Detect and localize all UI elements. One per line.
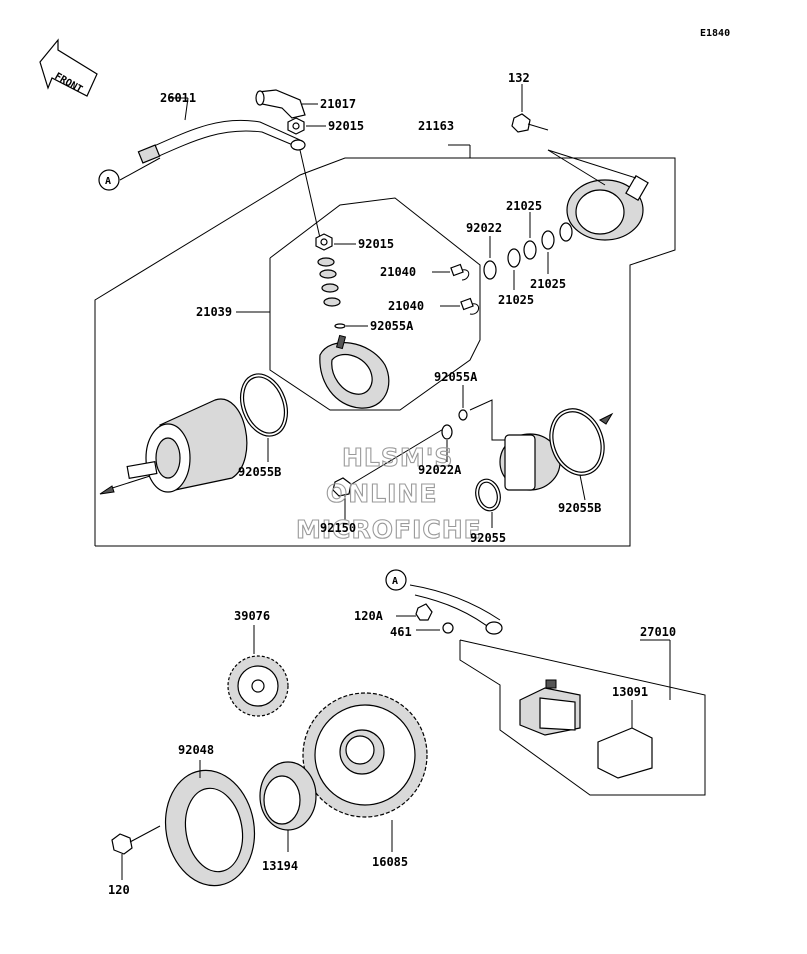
part-92015-top: 92015 bbox=[328, 119, 364, 133]
o-ring-left bbox=[240, 373, 288, 462]
part-21025-b: 21025 bbox=[530, 277, 566, 291]
brush-holder-plate bbox=[236, 311, 390, 409]
part-120A: 120A bbox=[354, 609, 384, 623]
one-way-clutch bbox=[259, 761, 317, 852]
callout-a-top-label: A bbox=[105, 176, 111, 187]
part-92022A: 92022A bbox=[418, 463, 462, 477]
part-13091: 13091 bbox=[612, 685, 648, 699]
part-92048: 92048 bbox=[178, 743, 214, 757]
starter-clutch-gear bbox=[302, 692, 428, 852]
o-ring-right bbox=[549, 408, 614, 501]
watermark: HLSM'S ONLINE MICROFICHE bbox=[295, 442, 482, 544]
part-92055A-a: 92055A bbox=[370, 319, 414, 333]
starter-cable bbox=[396, 584, 503, 635]
idle-gear bbox=[227, 625, 289, 717]
starter-relay bbox=[519, 679, 581, 736]
relay-assembly-frame bbox=[459, 639, 706, 796]
front-cover bbox=[469, 399, 561, 491]
watermark-line-3: MICROFICHE bbox=[296, 515, 482, 544]
brushes-21040 bbox=[432, 263, 479, 315]
starter-motor-yoke bbox=[99, 398, 248, 495]
coupling-92048 bbox=[164, 760, 256, 887]
part-27010: 27010 bbox=[640, 625, 676, 639]
part-92055A-b: 92055A bbox=[434, 370, 478, 384]
part-92022: 92022 bbox=[466, 221, 502, 235]
bolt-132 bbox=[511, 84, 549, 133]
terminal-cap bbox=[255, 89, 318, 119]
part-21040-a: 21040 bbox=[380, 265, 416, 279]
part-92150: 92150 bbox=[320, 521, 356, 535]
terminal-nut-stack bbox=[315, 233, 368, 329]
nut-top bbox=[287, 117, 326, 239]
part-21039: 21039 bbox=[196, 305, 232, 319]
front-direction-arrow: FRONT bbox=[39, 38, 98, 97]
part-13194: 13194 bbox=[262, 859, 298, 873]
end-cover bbox=[547, 149, 649, 241]
part-21040-b: 21040 bbox=[388, 299, 424, 313]
bolt-120 bbox=[111, 825, 161, 880]
through-bolt bbox=[332, 427, 446, 520]
watermark-line-1: HLSM'S bbox=[342, 443, 453, 472]
callout-a-bottom-label: A bbox=[392, 576, 398, 587]
watermark-line-2: ONLINE bbox=[326, 479, 437, 508]
part-461: 461 bbox=[390, 625, 412, 639]
relay-cover bbox=[597, 700, 653, 779]
part-132: 132 bbox=[508, 71, 530, 85]
part-21163: 21163 bbox=[418, 119, 454, 133]
starter-lead-wire bbox=[119, 97, 306, 181]
part-92055B-right: 92055B bbox=[558, 501, 601, 515]
o-ring-92055 bbox=[475, 478, 501, 528]
part-120: 120 bbox=[108, 883, 130, 897]
seal-rings-92055A bbox=[441, 385, 468, 462]
part-92055B-left: 92055B bbox=[238, 465, 281, 479]
part-21017: 21017 bbox=[320, 97, 356, 111]
washers-21025 bbox=[483, 212, 573, 290]
part-labels: 26011 21017 92015 21163 132 92022 21025 … bbox=[108, 71, 676, 897]
callout-a-top: A bbox=[98, 169, 120, 191]
diagram-code: E1840 bbox=[700, 28, 730, 39]
part-21025-c: 21025 bbox=[498, 293, 534, 307]
part-39076: 39076 bbox=[234, 609, 270, 623]
part-26011: 26011 bbox=[160, 91, 196, 105]
callout-a-bottom: A bbox=[385, 569, 407, 591]
part-92055: 92055 bbox=[470, 531, 506, 545]
part-92015-mid: 92015 bbox=[358, 237, 394, 251]
part-21025-a: 21025 bbox=[506, 199, 542, 213]
starter-assembly-frame bbox=[94, 144, 676, 547]
part-16085: 16085 bbox=[372, 855, 408, 869]
